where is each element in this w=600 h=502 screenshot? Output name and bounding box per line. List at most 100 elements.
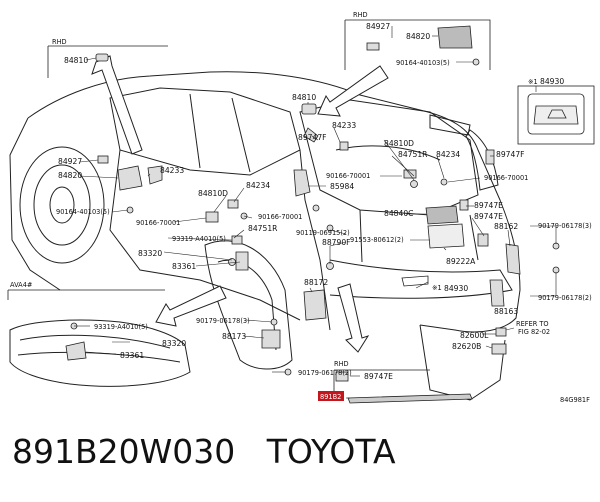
part-label: 84233 — [160, 166, 184, 175]
part-label: 84930 — [444, 284, 468, 293]
part-label: 90164-40103(5) — [396, 59, 450, 67]
clip-icon — [477, 233, 489, 247]
refer-label: FIG 82-02 — [518, 328, 550, 336]
region-label-ava4: AVA4# — [10, 281, 33, 289]
part-label: 89747E — [474, 201, 503, 210]
switch-assembly-icon — [437, 25, 473, 49]
latch-icon — [117, 165, 143, 191]
caption-spacer — [235, 432, 266, 471]
part-icons — [65, 25, 579, 404]
stay-icon — [505, 243, 521, 275]
diagram-code: 84G981F — [560, 396, 590, 404]
part-label: 85984 — [330, 182, 354, 191]
bolt-icon — [440, 178, 448, 186]
region-label-rhd: RHD — [334, 360, 349, 368]
part-label: 82600L — [460, 331, 489, 340]
part-label: 88172 — [304, 278, 328, 287]
clip-icon — [227, 199, 239, 209]
highlighted-part-box — [318, 391, 344, 401]
part-label: 90166-70001 — [326, 172, 370, 180]
clip-icon — [95, 53, 109, 62]
part-label: 89222A — [446, 257, 476, 266]
part-label: 83361 — [172, 262, 196, 271]
part-label: 89747F — [298, 133, 327, 142]
part-label: 93319-A4010(5) — [94, 323, 148, 331]
clip-icon — [459, 199, 469, 211]
part-label: 90164-40103(5) — [56, 208, 110, 216]
part-label: 90179-06178(3) — [196, 317, 250, 325]
clip-icon — [491, 343, 507, 355]
inset-marker: ※1 — [528, 78, 538, 86]
clip-icon — [147, 165, 163, 185]
part-label: 84927 — [58, 157, 82, 166]
part-label: 90179-06178(2) — [538, 294, 592, 302]
part-label: 84233 — [332, 121, 356, 130]
part-label: 91553-80612(2) — [350, 236, 404, 244]
bolt-icon — [312, 204, 320, 212]
part-label: 93319-A4010(5) — [172, 235, 226, 243]
highlighted-part-label: 891B2 — [320, 393, 341, 401]
module-icon — [427, 223, 465, 249]
clip-icon — [205, 211, 219, 223]
bracket-icon — [303, 289, 327, 321]
part-label: 90166-70001 — [258, 213, 302, 221]
part-label: 84234 — [436, 150, 460, 159]
clip-icon — [485, 149, 495, 165]
actuator-icon — [425, 205, 459, 225]
part-label: 83320 — [138, 249, 162, 258]
clip-icon — [65, 341, 87, 361]
part-label: 88790F — [322, 238, 351, 247]
region-label-rhd: RHD — [52, 38, 67, 46]
part-label: 88162 — [494, 222, 518, 231]
callout-arrows — [91, 55, 389, 353]
part-label: 90119-06915(2) — [296, 229, 350, 237]
clip-icon — [301, 103, 317, 115]
part-label: 84751R — [398, 150, 428, 159]
clip-icon — [303, 127, 319, 143]
clip-icon — [235, 251, 249, 271]
clip-icon — [339, 141, 349, 151]
part-number: 891B20W030 — [12, 432, 236, 471]
part-label: 83320 — [162, 339, 186, 348]
clip-icon — [97, 155, 109, 164]
part-label: 84930 — [540, 77, 564, 86]
region-label-rhd: RHD — [353, 11, 368, 19]
part-label: 84810D — [198, 189, 228, 198]
part-label: 90179-06178(3) — [538, 222, 592, 230]
region-brackets — [7, 19, 595, 397]
part-label: 84810 — [292, 93, 316, 102]
mid-marker: ※1 — [432, 284, 442, 292]
part-label: 84820 — [58, 171, 82, 180]
part-label: 89747F — [496, 150, 525, 159]
part-label: 89747E — [474, 212, 503, 221]
part-label: 89747E — [364, 372, 393, 381]
bolt-icon — [410, 180, 418, 188]
part-label: 84810D — [384, 139, 414, 148]
clip-icon — [231, 235, 243, 245]
part-label: 84234 — [246, 181, 270, 190]
clip-icon — [403, 169, 417, 179]
clip-icon — [495, 327, 507, 337]
part-number-caption: 891B20W030 TOYOTA — [12, 432, 592, 471]
clip-icon — [261, 329, 281, 349]
clip-icon — [366, 42, 380, 51]
vehicle-body — [9, 71, 521, 401]
part-label: 84751R — [248, 224, 278, 233]
cable-icon — [347, 393, 473, 404]
part-label: 83361 — [120, 351, 144, 360]
part-label: 90179-06178(2) — [298, 369, 352, 377]
dashed-part-icon — [401, 275, 429, 287]
part-label: 90166-70001 — [484, 174, 528, 182]
leader-lines — [74, 26, 557, 399]
bolt-icon — [326, 224, 334, 232]
brand-name: TOYOTA — [266, 432, 396, 471]
opener-switch-icon — [533, 105, 579, 125]
part-label: 84927 — [366, 22, 390, 31]
part-label: 88173 — [222, 332, 246, 341]
part-label: 84820 — [406, 32, 430, 41]
part-labels: RHD RHD RHD AVA4# 84810 84927 84820 9016… — [10, 11, 592, 404]
part-label: 90166-70001 — [136, 219, 180, 227]
part-label: 82620B — [452, 342, 481, 351]
